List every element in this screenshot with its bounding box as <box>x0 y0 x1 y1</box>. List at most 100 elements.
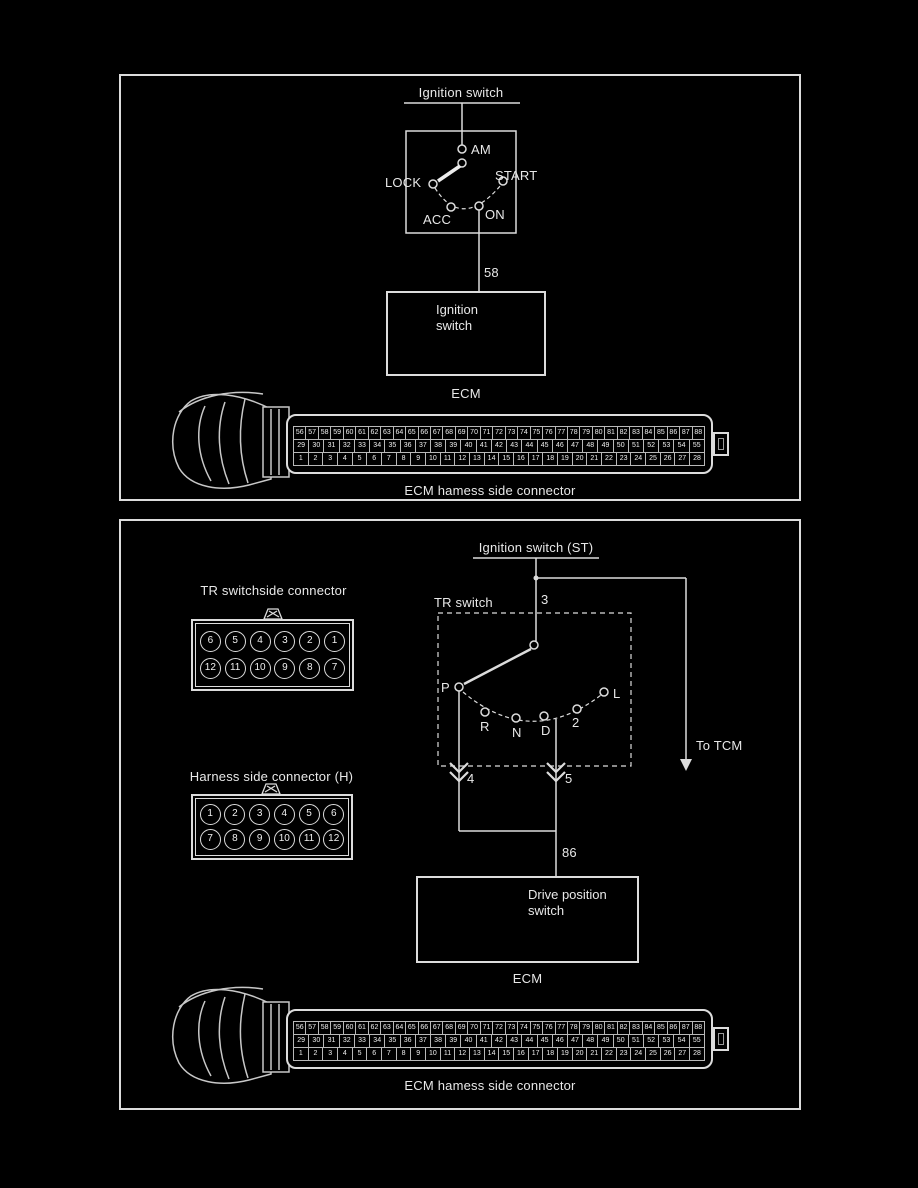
pin-cell: 22 <box>601 1047 617 1061</box>
pin-cell: 11 <box>439 1047 456 1061</box>
pin-cell: 5 <box>351 1047 368 1061</box>
pin-cell: 85 <box>654 426 668 440</box>
pin-cell: 67 <box>429 426 444 440</box>
pin-cell: 14 <box>483 1047 500 1061</box>
pin-cell: 49 <box>597 1034 614 1048</box>
pin-cell: 57 <box>305 426 319 440</box>
pin-cell: 40 <box>460 439 477 453</box>
pin-cell: 77 <box>554 426 568 440</box>
pin-cell: 28 <box>689 1047 705 1061</box>
ignition-switch-st-title: Ignition switch (ST) <box>478 540 594 555</box>
pin-cell: 32 <box>338 439 355 453</box>
pin-cell: 44 <box>521 1034 538 1048</box>
pin-cell: 65 <box>405 426 419 440</box>
pin-cell: 55 <box>688 1034 705 1048</box>
harness-side-connector-label: Harness side connector (H) <box>189 769 354 784</box>
pin-cell: 8 <box>395 1047 412 1061</box>
pin-cell: 21 <box>586 1047 603 1061</box>
tr-connector-key-notch <box>263 608 283 620</box>
pin-circle: 12 <box>323 829 345 851</box>
pin-cell: 23 <box>615 452 632 466</box>
pin-cell: 87 <box>679 426 693 440</box>
pin-cell: 63 <box>380 1021 394 1035</box>
pin-cell: 29 <box>293 439 310 453</box>
pin-cell: 64 <box>392 1021 407 1035</box>
pin-cell: 67 <box>429 1021 444 1035</box>
pin-circle: 4 <box>249 630 271 652</box>
pin-cell: 20 <box>571 1047 588 1061</box>
ecm-label: ECM <box>451 386 481 401</box>
ecm-label: ECM <box>512 971 543 986</box>
pin-cell: 84 <box>641 1021 656 1035</box>
pin-cell: 43 <box>506 1034 523 1048</box>
pin-cell: 48 <box>582 439 599 453</box>
switch-position-lock: LOCK <box>385 175 422 190</box>
pin-cell: 15 <box>498 452 515 466</box>
harness-connector-key-notch <box>261 783 281 795</box>
pin-circle: 7 <box>324 658 346 680</box>
pin-cell: 82 <box>616 426 631 440</box>
pin-circle: 4 <box>273 803 295 825</box>
pin-cell: 25 <box>645 452 661 466</box>
pin-cell: 27 <box>674 1047 691 1061</box>
pin-cell: 16 <box>513 1047 529 1061</box>
pin-cell: 82 <box>616 1021 631 1035</box>
pin-circle: 5 <box>298 803 320 825</box>
ecm-box-line2: switch <box>436 318 473 333</box>
pin-cell: 85 <box>654 1021 668 1035</box>
drive-box-line2: switch <box>528 903 565 918</box>
pin-cell: 13 <box>469 1047 485 1061</box>
pin-cell: 28 <box>689 452 705 466</box>
pin-cell: 61 <box>355 426 369 440</box>
pin-circle: 6 <box>323 803 345 825</box>
pin-cell: 38 <box>429 439 447 453</box>
pin-cell: 35 <box>384 1034 401 1048</box>
pin-cell: 31 <box>323 439 340 453</box>
pin-cell: 32 <box>338 1034 355 1048</box>
pin-cell: 30 <box>308 439 325 453</box>
pin-cell: 86 <box>666 1021 681 1035</box>
pin-cell: 5 <box>351 452 368 466</box>
pin-cell: 47 <box>566 1034 584 1048</box>
pin-cell: 3 <box>322 1047 339 1061</box>
pin-cell: 25 <box>645 1047 661 1061</box>
pin-cell: 71 <box>479 426 494 440</box>
pin-cell: 77 <box>554 1021 568 1035</box>
pin-cell: 13 <box>469 452 485 466</box>
pin-cell: 24 <box>630 452 647 466</box>
pin-cell: 37 <box>414 439 431 453</box>
pin-circle: 3 <box>249 803 271 825</box>
pin-cell: 45 <box>536 1034 553 1048</box>
pin-cell: 73 <box>504 1021 519 1035</box>
switch-position-am: AM <box>471 142 491 157</box>
pin-circle: 8 <box>224 829 246 851</box>
pin-cell: 56 <box>293 426 307 440</box>
pin-58-label: 58 <box>484 265 499 280</box>
pin-circle: 2 <box>224 803 246 825</box>
pin-cell: 55 <box>688 439 705 453</box>
pin-cell: 4 <box>337 452 353 466</box>
to-tcm-arrowhead <box>680 759 692 771</box>
pin-circle: 11 <box>224 658 246 680</box>
pin-cell: 33 <box>353 1034 371 1048</box>
pin-cell: 51 <box>627 439 645 453</box>
pin-cell: 4 <box>337 1047 353 1061</box>
pin-cell: 7 <box>381 452 397 466</box>
pin-cell: 70 <box>467 426 481 440</box>
pin-cell: 88 <box>691 426 705 440</box>
pin-cell: 3 <box>322 452 339 466</box>
to-tcm-label: To TCM <box>696 738 743 753</box>
pin-cell: 1 <box>293 1047 309 1061</box>
ecm-connector-caption: ECM hamess side connector <box>404 483 576 498</box>
pin-cell: 74 <box>517 1021 531 1035</box>
pin-circle: 9 <box>249 829 271 851</box>
pin-cell: 29 <box>293 1034 310 1048</box>
pin-cell: 31 <box>323 1034 340 1048</box>
pin-cell: 71 <box>479 1021 494 1035</box>
pin-cell: 6 <box>366 452 383 466</box>
